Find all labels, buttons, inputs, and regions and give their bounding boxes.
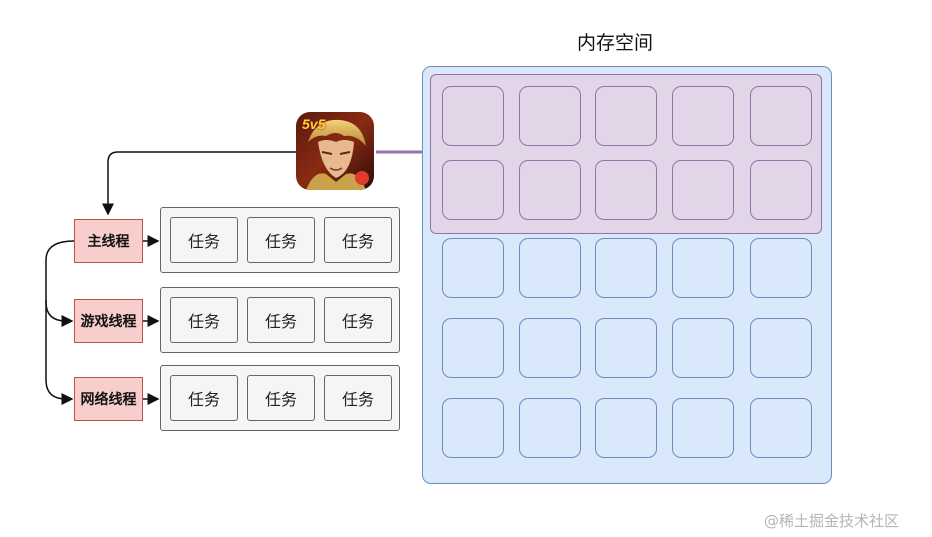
main-to-game-thread-arrow [45,240,75,327]
task-box: 任务 [247,217,315,263]
network-thread-node: 网络线程 [74,377,143,421]
task-box: 任务 [247,375,315,421]
game-app-icon: 5v5 [296,112,374,190]
allocated-memory-block [595,86,657,146]
memory-block [442,398,504,458]
task-box: 任务 [324,375,392,421]
main-to-network-thread-arrow [45,300,74,405]
allocated-memory-block [519,160,581,220]
memory-block [519,318,581,378]
allocated-memory-block [672,160,734,220]
main-thread-task-queue: 任务 任务 任务 [160,207,400,273]
memory-block [750,398,812,458]
memory-block [519,238,581,298]
icon-to-main-thread-arrow [102,151,296,216]
task-box: 任务 [170,375,238,421]
task-box: 任务 [247,297,315,343]
task-box: 任务 [324,217,392,263]
allocated-memory-block [750,160,812,220]
memory-block [519,398,581,458]
memory-block [672,398,734,458]
memory-block [672,238,734,298]
allocated-memory-block [672,86,734,146]
memory-block [595,238,657,298]
app-icon-badge: 5v5 [302,116,326,132]
memory-space-title: 内存空间 [576,32,653,54]
main-thread-node: 主线程 [74,219,143,263]
task-box: 任务 [170,297,238,343]
network-thread-task-queue: 任务 任务 任务 [160,365,400,431]
task-box: 任务 [170,217,238,263]
allocated-memory-block [750,86,812,146]
allocated-memory-block [442,86,504,146]
game-thread-node: 游戏线程 [74,299,143,343]
memory-block [595,318,657,378]
watermark: @稀土掘金技术社区 [764,512,900,530]
game-thread-task-queue: 任务 任务 任务 [160,287,400,353]
task-box: 任务 [324,297,392,343]
memory-block [672,318,734,378]
allocated-memory-block [519,86,581,146]
memory-block [442,238,504,298]
allocated-memory-block [595,160,657,220]
memory-block [750,318,812,378]
memory-block [750,238,812,298]
memory-block [595,398,657,458]
memory-block [442,318,504,378]
allocated-memory-block [442,160,504,220]
